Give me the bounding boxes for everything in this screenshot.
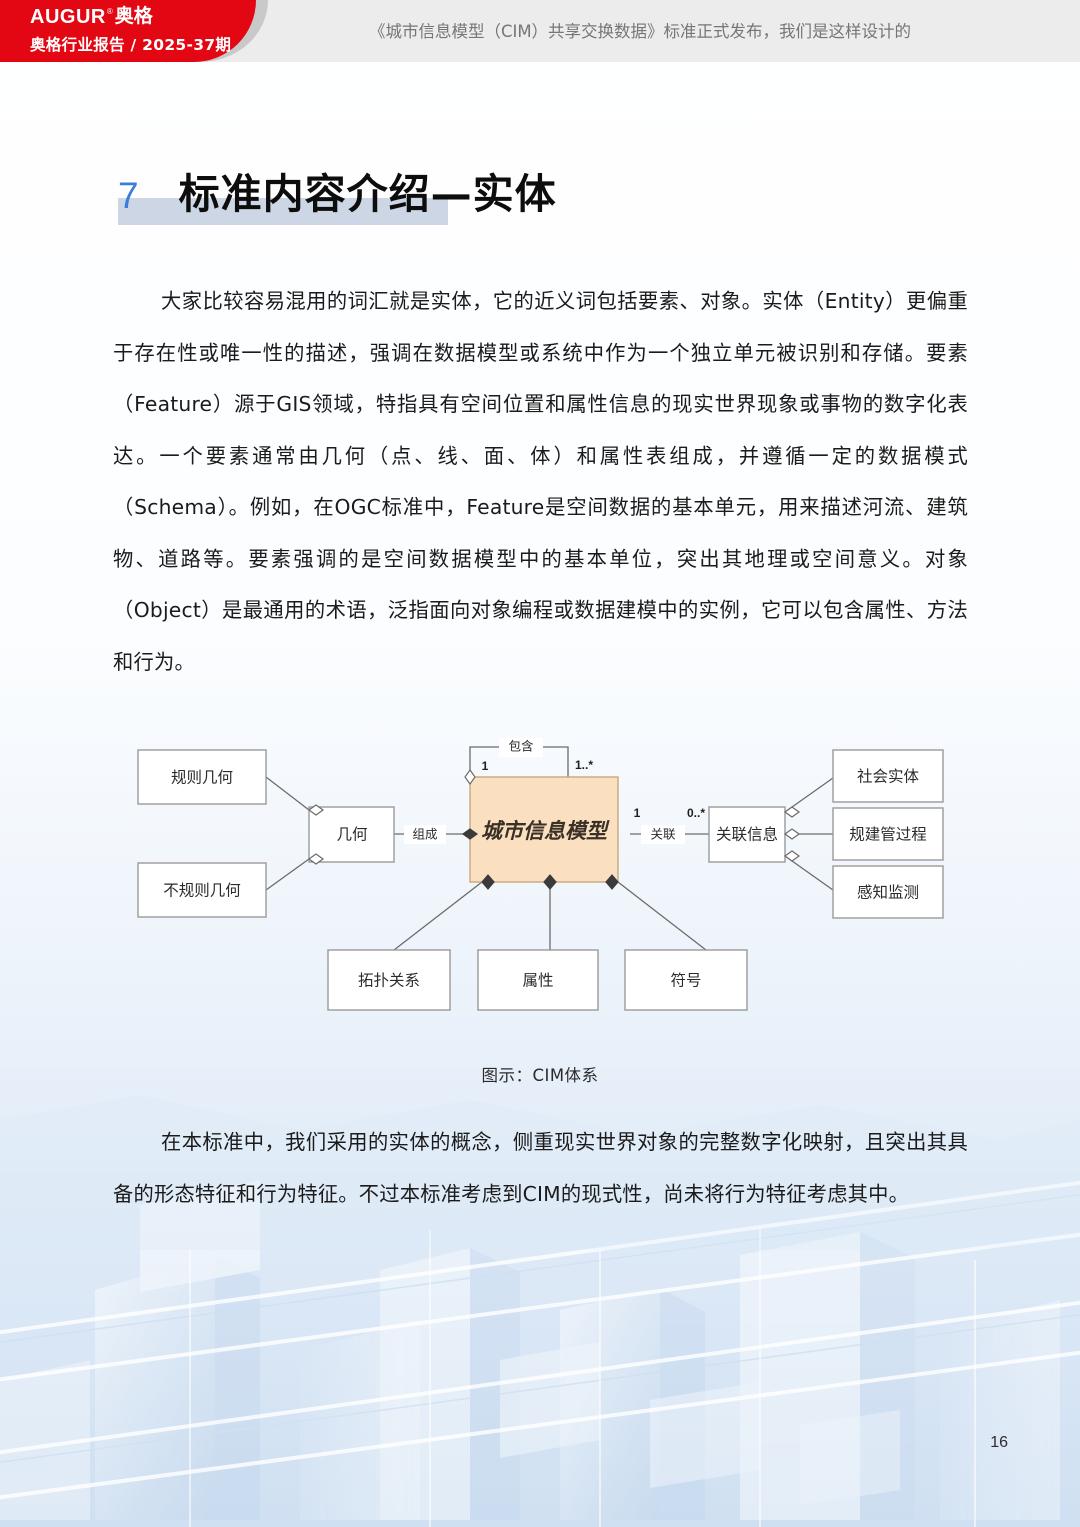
node-topology-label: 拓扑关系 xyxy=(358,972,420,990)
node-social-entity-label: 社会实体 xyxy=(857,768,920,786)
node-attribute-label: 属性 xyxy=(522,972,553,990)
figure-caption: 图示：CIM体系 xyxy=(481,1066,599,1085)
page-content: 7 标准内容介绍—实体 大家比较容易混用的词汇就是实体，它的近义词包括要素、对象… xyxy=(0,62,1080,1527)
paragraph-entity-definition: 大家比较容易混用的词汇就是实体，它的近义词包括要素、对象。实体（Entity）更… xyxy=(113,289,968,674)
section-number: 7 xyxy=(118,175,139,216)
document-running-title: 《城市信息模型（CIM）共享交换数据》标准正式发布，我们是这样设计的 xyxy=(368,22,912,41)
node-perception-monitoring-label: 感知监测 xyxy=(857,884,919,902)
node-relation-info-label: 关联信息 xyxy=(716,826,778,844)
aggregation-diamond-planning xyxy=(783,828,801,840)
edge-label-contains: 包含 xyxy=(508,739,534,754)
registered-mark-icon: ® xyxy=(106,7,113,16)
node-irregular-geometry-label: 不规则几何 xyxy=(163,882,241,900)
mult-contains-one: 1 xyxy=(482,759,489,773)
node-center-cim-label: 城市信息模型 xyxy=(481,819,610,843)
node-regular-geometry-label: 规则几何 xyxy=(171,769,233,787)
node-symbol-label: 符号 xyxy=(670,972,701,990)
mult-contains-many: 1..* xyxy=(575,758,593,772)
aggregation-diamond-social xyxy=(783,806,801,818)
mult-center-one: 1 xyxy=(634,806,641,820)
page-number: 16 xyxy=(990,1434,1008,1451)
node-planning-process-label: 规建管过程 xyxy=(849,826,927,844)
mult-relation-many: 0..* xyxy=(687,806,705,820)
section-heading: 标准内容介绍—实体 xyxy=(178,170,557,218)
edge-label-associate: 关联 xyxy=(650,827,676,842)
aggregation-diamond-perception xyxy=(783,850,801,862)
edge-label-compose: 组成 xyxy=(412,827,437,842)
paragraph-standard-scope: 在本标准中，我们采用的实体的概念，侧重现实世界对象的完整数字化映射，且突出其具备… xyxy=(113,1130,968,1206)
cim-architecture-diagram: .bx { fill:#ffffff; stroke:#9a9a9a; stro… xyxy=(113,722,968,1032)
page-title: 7 标准内容介绍—实体 xyxy=(118,160,557,222)
node-geometry-label: 几何 xyxy=(336,826,367,844)
